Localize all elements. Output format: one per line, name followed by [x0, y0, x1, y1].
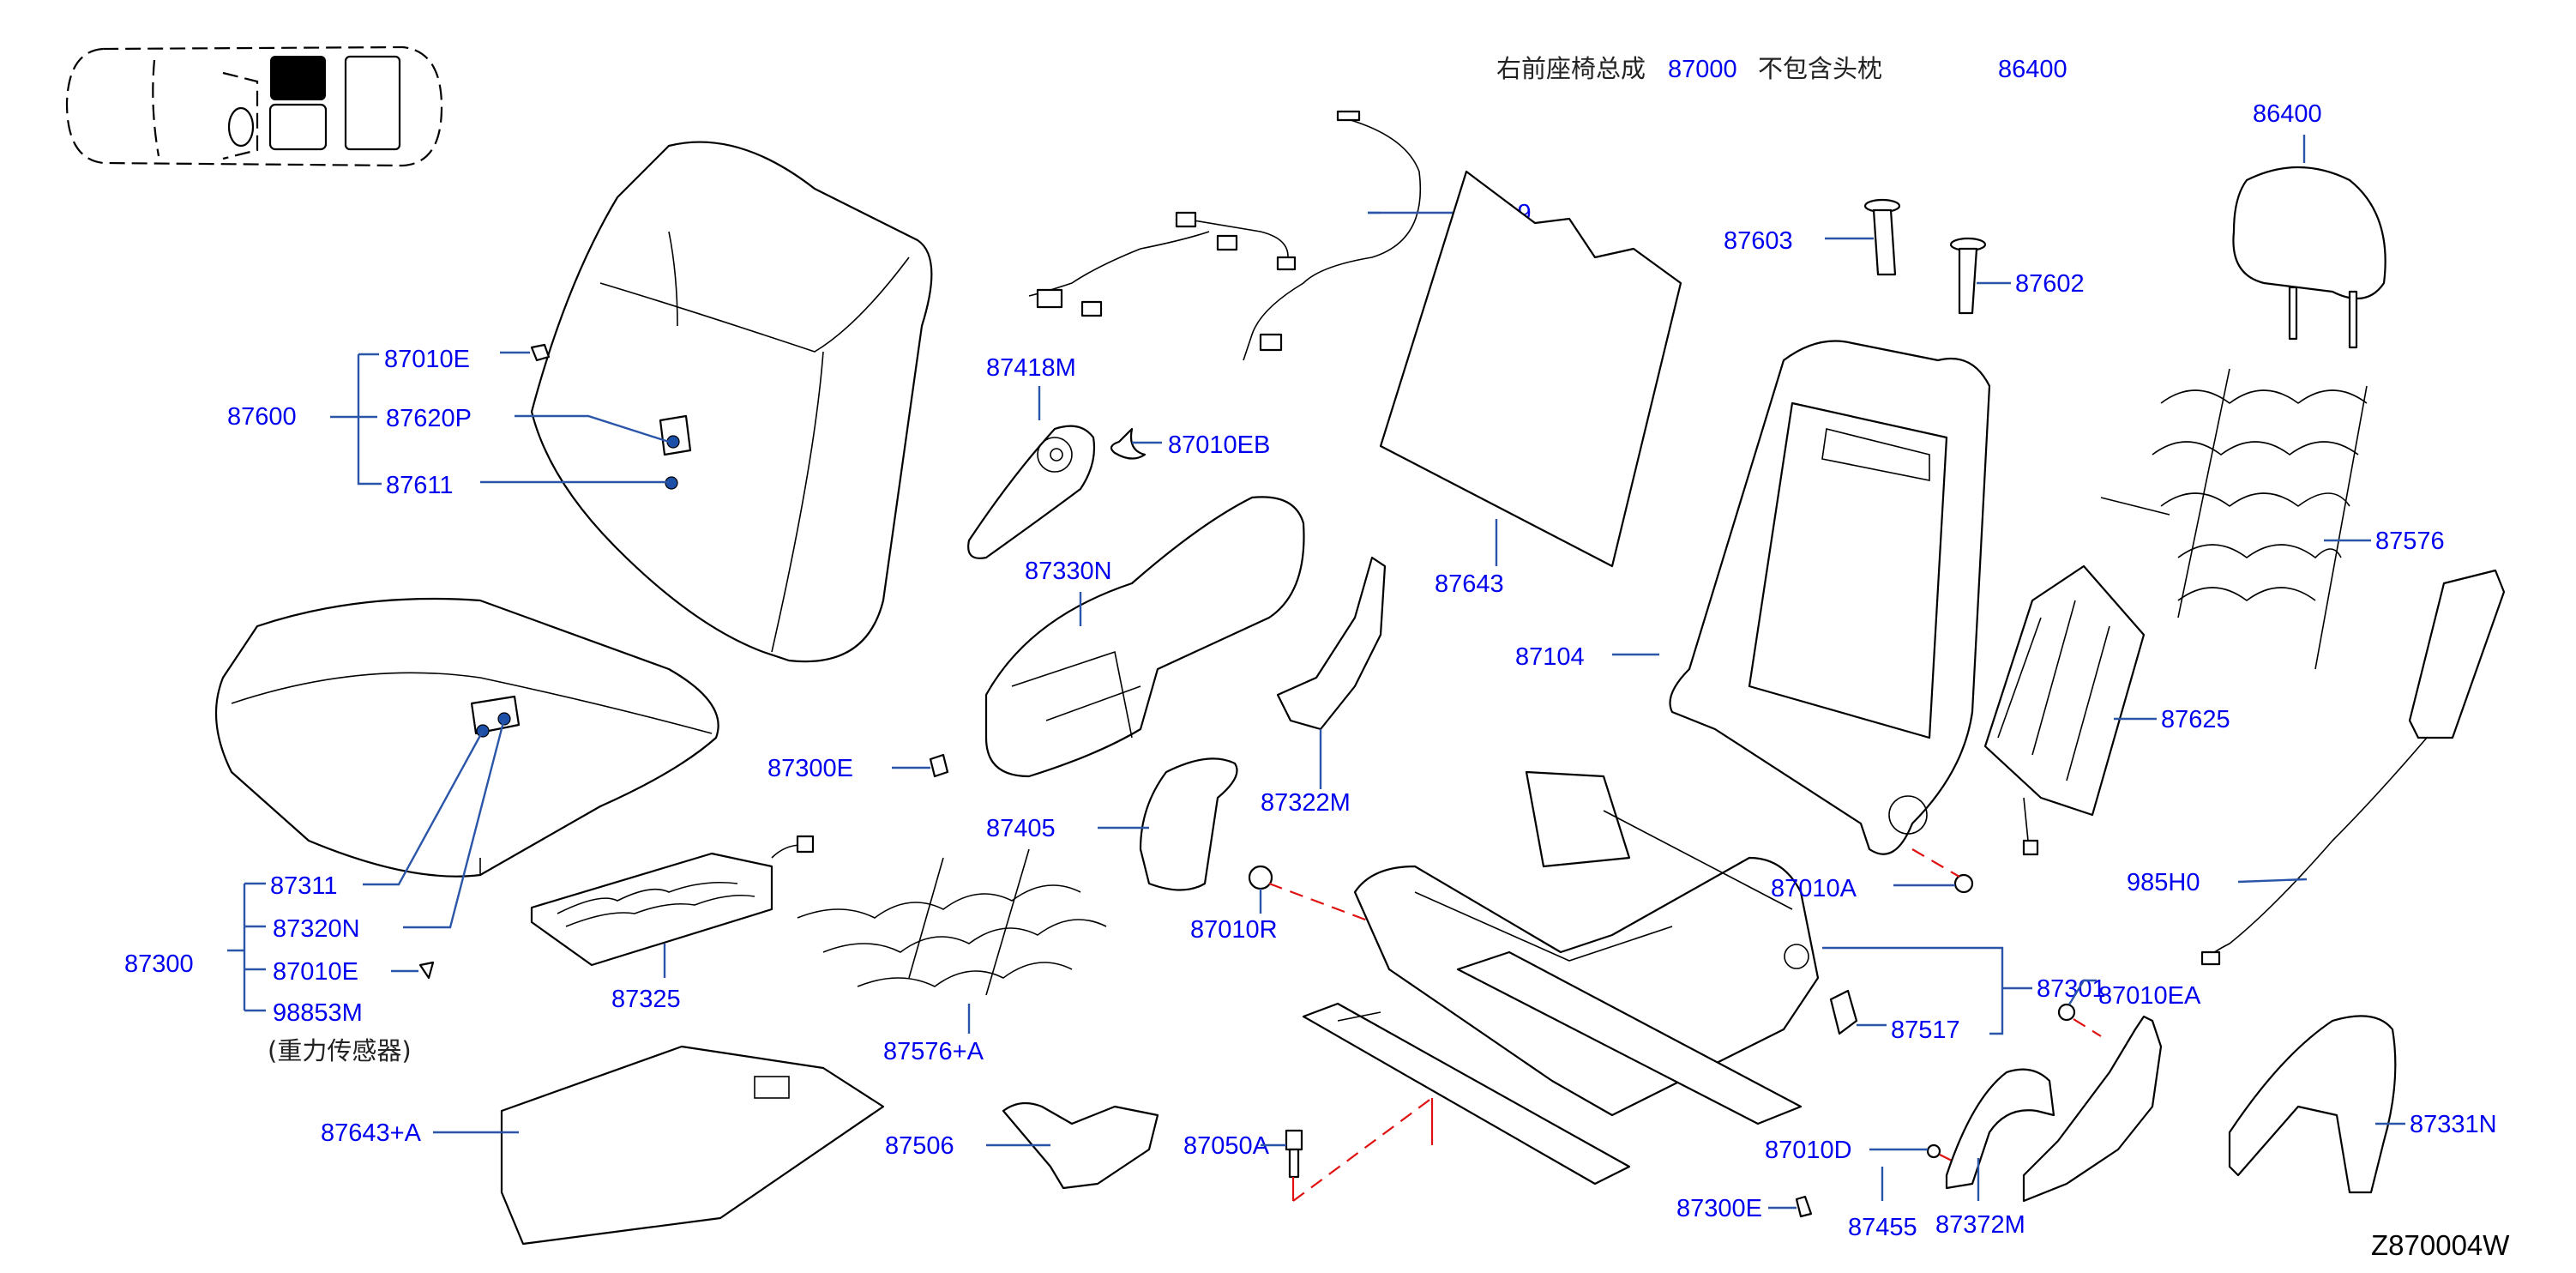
weight-sensor-note: (重力传感器)	[268, 1036, 412, 1065]
assembly-part-number[interactable]: 87000	[1668, 56, 1737, 83]
clip-87300E-left[interactable]: 87300E	[767, 753, 949, 782]
seat-cushion-frame-87301[interactable]: 87301	[1302, 770, 2106, 1186]
clip-87010EA[interactable]: 87010EA	[2057, 979, 2201, 1037]
label-87602[interactable]: 87602	[2015, 270, 2085, 298]
label-87418M[interactable]: 87418M	[986, 354, 1076, 382]
label-87010R[interactable]: 87010R	[1190, 916, 1278, 944]
label-87506[interactable]: 87506	[885, 1132, 954, 1160]
spring-mat-87576A[interactable]: 87576+A	[797, 848, 1107, 1065]
label-87300E-left[interactable]: 87300E	[767, 755, 853, 782]
label-87517[interactable]: 87517	[1891, 1017, 1960, 1044]
label-87010A[interactable]: 87010A	[1771, 875, 1857, 902]
label-87603[interactable]: 87603	[1724, 227, 1793, 255]
clip-87010R[interactable]: 87010R	[1190, 865, 1407, 944]
header-title-prefix: 右前座椅总成	[1496, 54, 1646, 83]
back-heater-87625[interactable]: 87625	[1983, 564, 2230, 856]
label-87320N[interactable]: 87320N	[273, 915, 360, 943]
label-87600[interactable]: 87600	[227, 403, 297, 431]
trim-87322M[interactable]: 87322M	[1261, 556, 1387, 817]
label-985H0[interactable]: 985H0	[2127, 869, 2200, 896]
label-87010E-cushion[interactable]: 87010E	[273, 958, 358, 986]
back-board-87643[interactable]: 87643	[1379, 170, 1682, 598]
header-title-suffix: 不包含头枕	[1758, 54, 1882, 83]
cover-87331N[interactable]: 87331N	[2228, 1015, 2497, 1194]
back-spring-87576[interactable]: 87576	[2100, 368, 2445, 670]
seat-back-cover-callout-group: 87600 87010E 87620P 87611	[227, 343, 670, 499]
clip-87010D[interactable]: 87010D	[1765, 1137, 1973, 1172]
label-87331N[interactable]: 87331N	[2410, 1111, 2497, 1138]
headrest-part-number-header[interactable]: 86400	[1998, 56, 2067, 83]
label-87611[interactable]: 87611	[386, 472, 454, 499]
label-87455[interactable]: 87455	[1848, 1214, 1917, 1241]
label-87050A[interactable]: 87050A	[1183, 1132, 1270, 1160]
label-87104[interactable]: 87104	[1515, 643, 1585, 671]
cushion-cover-callout-group: 87300 87311 87320N 87010E 98853M (重力传感器)	[124, 718, 506, 1065]
seat-cushion-cover-87300[interactable]	[214, 597, 719, 878]
clip-87517[interactable]: 87517	[1829, 989, 1960, 1044]
cushion-pad-87643A[interactable]: 87643+A	[321, 1045, 885, 1246]
bracket-87506[interactable]: 87506	[885, 1101, 1159, 1190]
label-87576A[interactable]: 87576+A	[883, 1038, 984, 1065]
trim-87372M[interactable]: 87372M	[1935, 1015, 2163, 1239]
front-right-seat-highlight	[270, 56, 326, 100]
seat-back-frame-87104[interactable]: 87104	[1515, 340, 1991, 855]
label-98853M[interactable]: 98853M	[273, 999, 363, 1027]
headrest-86400[interactable]: 86400	[2232, 100, 2386, 349]
headrest-guide-87602[interactable]: 87602	[1949, 237, 2085, 315]
label-87620P[interactable]: 87620P	[386, 405, 472, 432]
headrest-guide-87603[interactable]: 87603	[1724, 198, 1901, 276]
clip-87010EB[interactable]: 87010EB	[1110, 427, 1270, 460]
side-cover-87330N[interactable]: 87330N	[984, 496, 1305, 778]
label-87300E-right[interactable]: 87300E	[1676, 1195, 1762, 1222]
label-87322M[interactable]: 87322M	[1261, 789, 1351, 817]
label-87300[interactable]: 87300	[124, 950, 194, 978]
cover-87405[interactable]: 87405	[986, 757, 1238, 891]
bolt-87010A[interactable]: 87010A	[1771, 848, 1974, 902]
trim-87455[interactable]: 87455	[1848, 1068, 2055, 1241]
seat-heater-87325[interactable]: 87325	[530, 835, 815, 1013]
label-87643A[interactable]: 87643+A	[321, 1119, 422, 1147]
label-86400[interactable]: 86400	[2253, 100, 2322, 128]
label-87330N[interactable]: 87330N	[1025, 558, 1112, 585]
diagram-code: Z870004W	[2371, 1229, 2510, 1261]
label-87010EB[interactable]: 87010EB	[1168, 431, 1270, 459]
label-87576[interactable]: 87576	[2375, 528, 2445, 555]
car-locator-icon	[65, 45, 443, 167]
label-87325[interactable]: 87325	[611, 986, 681, 1013]
label-87010E-back[interactable]: 87010E	[384, 346, 470, 373]
label-87311[interactable]: 87311	[270, 872, 338, 900]
label-87643[interactable]: 87643	[1435, 570, 1504, 598]
label-87010EA[interactable]: 87010EA	[2098, 982, 2201, 1010]
seat-back-cover-87600[interactable]	[530, 141, 933, 663]
label-87625[interactable]: 87625	[2161, 706, 2230, 733]
label-87010D[interactable]: 87010D	[1765, 1137, 1852, 1164]
clip-87300E-right[interactable]: 87300E	[1676, 1195, 1813, 1222]
label-87405[interactable]: 87405	[986, 815, 1056, 842]
label-87372M[interactable]: 87372M	[1935, 1211, 2025, 1239]
bolt-87050A[interactable]: 87050A	[1183, 1097, 1434, 1202]
recliner-cover-87418M[interactable]: 87418M	[967, 354, 1096, 559]
side-airbag-985H0[interactable]: 985H0	[2127, 569, 2506, 966]
